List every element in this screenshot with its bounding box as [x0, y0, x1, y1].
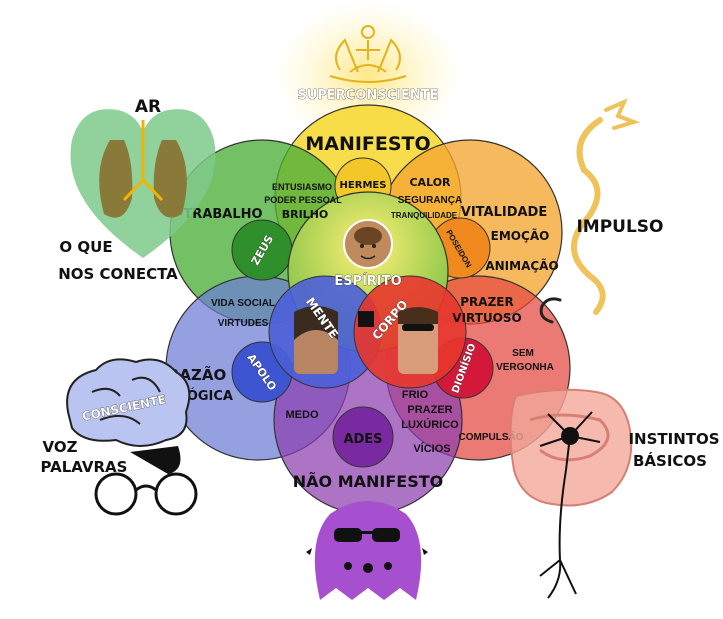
frio-label: FRIO [402, 389, 429, 401]
medo-label: MEDO [286, 409, 319, 421]
espirito-label: ESPÍRITO [334, 273, 401, 289]
vida-social-label: VIDA SOCIAL [211, 298, 275, 309]
impulso-label: IMPULSO [576, 217, 663, 237]
vitalidade-label: VITALIDADE [461, 205, 547, 220]
spirit-portrait [343, 219, 393, 269]
trabalho-label: TRABALHO [183, 207, 262, 222]
prazer-virtuoso-label-2: VIRTUOSO [452, 311, 521, 325]
body-portrait [398, 307, 438, 374]
ades-label: ADES [343, 432, 382, 447]
seguranca-label: SEGURANÇA [398, 195, 462, 206]
ghost-icon [306, 501, 428, 600]
superconscious-glow [273, 0, 463, 150]
prazer-virtuoso-label-1: PRAZER [460, 295, 513, 309]
superconsciente-label: SUPERCONSCIENTE [297, 88, 438, 103]
vicios-label: VÍCIOS [413, 442, 450, 455]
basicos-label: BÁSICOS [633, 451, 707, 470]
lotus-meditation-icon [329, 25, 407, 83]
speech-shape-icon [130, 446, 181, 474]
neuron-icon [539, 411, 601, 599]
tranquilidade-label: TRANQUILIDADE [391, 211, 458, 220]
ades-circle [332, 406, 394, 468]
intestines-icon [509, 388, 633, 507]
sem-label: SEM [512, 348, 534, 359]
voz-label: VOZ [43, 438, 78, 456]
poder-pessoal-label: PODER PESSOAL [264, 195, 342, 205]
nao-manifesto-label: NÃO MANIFESTO [293, 472, 444, 491]
brain-icon [66, 358, 191, 447]
brilho-label: BRILHO [282, 208, 329, 221]
o-que-label: O QUE [59, 238, 112, 256]
nos-conecta-label: NOS CONECTA [58, 265, 178, 283]
mind-portrait [294, 306, 338, 374]
instintos-label: INSTINTOS [628, 430, 719, 448]
dragon-icon [539, 98, 641, 324]
ar-label: AR [135, 97, 161, 117]
animacao-label: ANIMAÇÃO [485, 258, 558, 273]
center-dark-square [358, 311, 374, 327]
calor-label: CALOR [409, 176, 451, 189]
compulsao-label: COMPULSÃO [459, 430, 524, 443]
hermes-label: HERMES [340, 180, 387, 191]
prazer-label: PRAZER [407, 404, 452, 416]
entusiasmo-label: ENTUSIASMO [272, 182, 332, 192]
palavras-label: PALAVRAS [41, 458, 128, 476]
glasses-icon [94, 472, 198, 516]
manifesto-label: MANIFESTO [305, 133, 430, 155]
heart-lungs-icon [70, 109, 216, 258]
logica-label: LÓGICA [179, 388, 233, 404]
luxurico-label: LUXÚRICO [401, 418, 459, 431]
emocao-label: EMOÇÃO [491, 228, 550, 243]
vergonha-label: VERGONHA [496, 362, 554, 373]
virtudes-label: VIRTUDES [218, 318, 269, 329]
